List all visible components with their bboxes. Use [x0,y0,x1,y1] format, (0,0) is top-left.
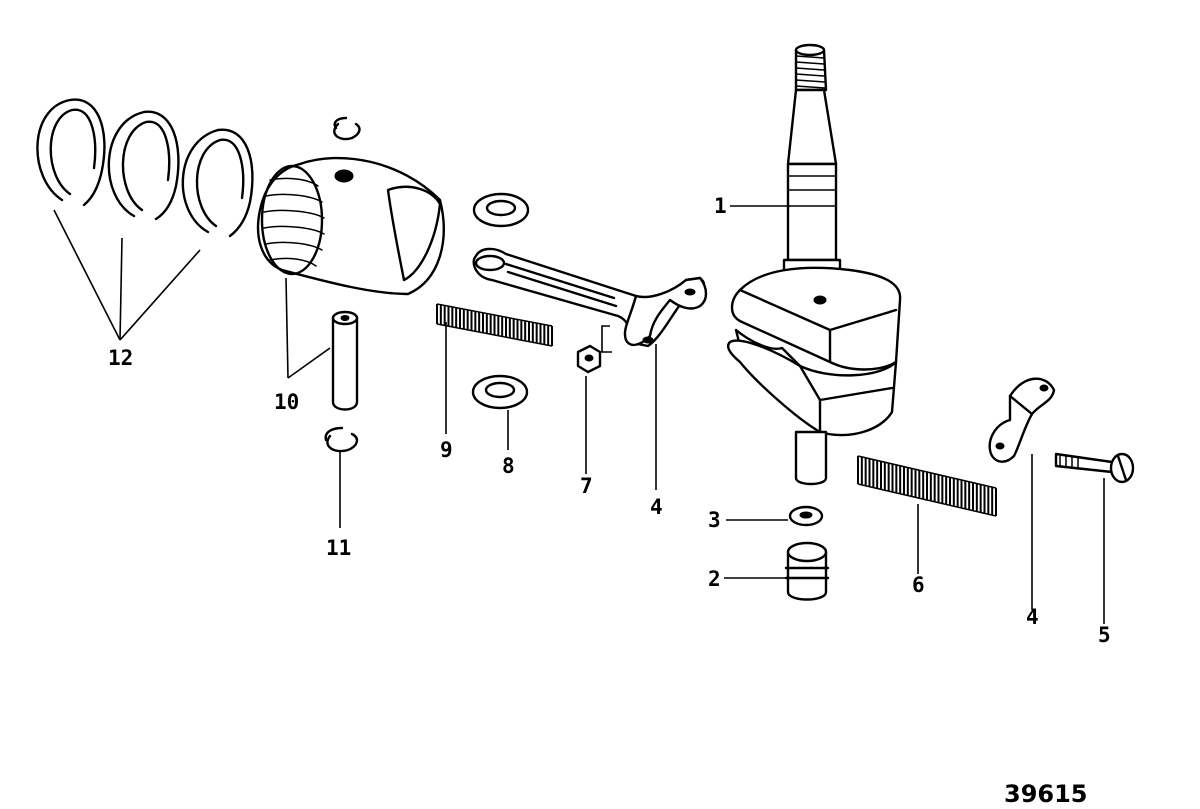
connecting-rod [472,247,708,353]
connecting-rod-cap [988,377,1056,463]
connecting-rod-nut [576,344,602,374]
leader-lines [53,205,1105,624]
callout-labels: 1 2 3 4 4 5 6 7 8 9 10 11 12 [108,194,1111,647]
rod-cap-screw [1054,452,1135,484]
callout-9: 9 [440,438,453,462]
callout-4-cap: 4 [1026,605,1039,629]
callout-5: 5 [1098,623,1111,647]
pin-retaining-clip-top [333,116,361,141]
thrust-washer-top [472,192,530,228]
callout-6: 6 [912,573,925,597]
callout-7: 7 [580,474,593,498]
figure-number: 39615 [1004,780,1088,808]
pin-retaining-clip-bottom [324,426,359,453]
piston [256,156,445,296]
callout-12: 12 [108,346,133,370]
piston-ring-2 [107,110,180,221]
crankshaft-seal [788,505,824,527]
callout-10: 10 [274,390,299,414]
needle-bearing-cage [857,455,997,517]
thrust-washer-bottom [471,374,529,410]
callout-11: 11 [326,536,351,560]
needle-bearing-cage [436,303,553,347]
crankshaft [726,43,902,486]
callout-4-rod: 4 [650,495,663,519]
piston-pin [331,310,359,411]
piston-ring-1 [36,98,106,207]
crankshaft-bearing [784,541,830,601]
callout-8: 8 [502,454,515,478]
callout-2: 2 [708,567,721,591]
needle-bearing-rod [436,303,553,347]
callout-3: 3 [708,508,721,532]
piston-ring-3 [181,128,254,238]
callout-1: 1 [714,194,727,218]
piston-rings [36,98,254,238]
needle-bearing-crank [857,455,997,517]
